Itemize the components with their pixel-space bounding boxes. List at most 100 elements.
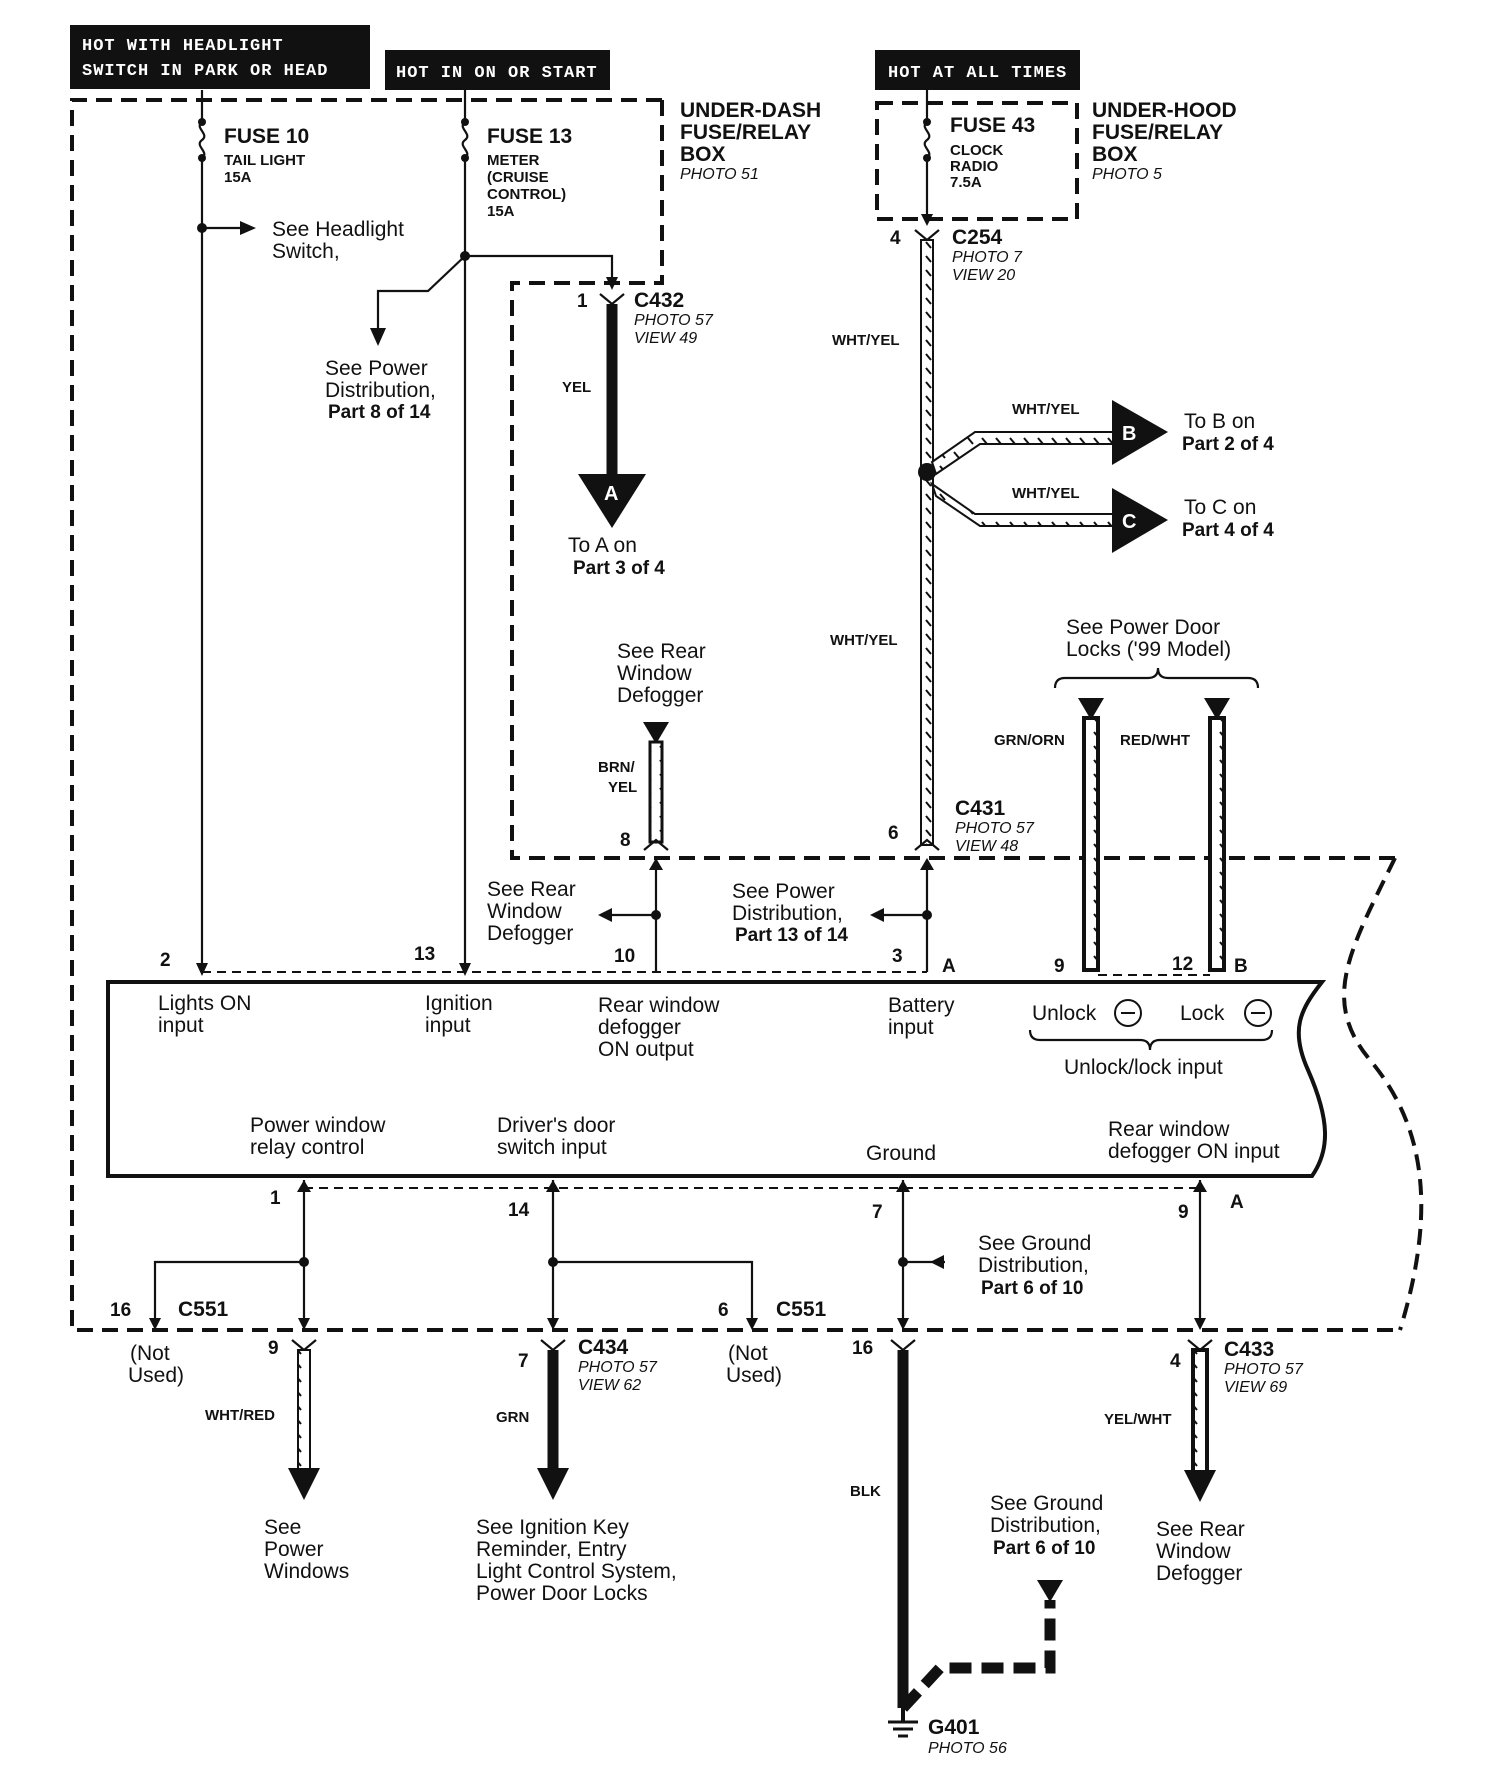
pin-c434-7: 7 bbox=[518, 1351, 529, 1372]
note-see-power-dist13-3: Part 13 of 14 bbox=[735, 925, 848, 946]
wire-label-blk: BLK bbox=[850, 1483, 881, 1500]
module-ignition-1: Ignition bbox=[425, 992, 493, 1015]
underhood-photo: PHOTO 5 bbox=[1092, 166, 1162, 183]
header-hot-park-head-line2: SWITCH IN PARK OR HEAD bbox=[82, 62, 328, 81]
note-not-used-1a: (Not bbox=[130, 1342, 170, 1365]
module-rear-out-3: ON output bbox=[598, 1038, 694, 1061]
underhood-box-outline bbox=[875, 101, 1079, 221]
note-see-rear-def-top-1: See Rear bbox=[617, 640, 706, 663]
fuse-13-label2: (CRUISE bbox=[487, 169, 549, 186]
pin-c432-1: 1 bbox=[577, 291, 588, 312]
pin-module-3: 3 bbox=[892, 946, 903, 967]
wire-label-wht-yel-2: WHT/YEL bbox=[1012, 401, 1080, 418]
module-unlock: Unlock bbox=[1032, 1002, 1097, 1025]
module-battery-2: input bbox=[888, 1016, 934, 1039]
note-see-ign-2: Reminder, Entry bbox=[476, 1538, 627, 1561]
connector-c254-photo: PHOTO 7 bbox=[952, 249, 1023, 266]
note-see-power-dist-1: See Power bbox=[325, 357, 428, 380]
marker-a-down bbox=[578, 474, 646, 528]
connector-c432-view: VIEW 49 bbox=[634, 330, 697, 347]
ground-icon bbox=[888, 1708, 918, 1738]
connector-c254: C254 bbox=[952, 226, 1003, 249]
pin-module-b9: 9 bbox=[1178, 1202, 1189, 1223]
note-see-rear-def-mid-3: Defogger bbox=[487, 922, 573, 945]
note-see-ground-2-2: Distribution, bbox=[990, 1514, 1101, 1537]
connector-c433-photo: PHOTO 57 bbox=[1224, 1361, 1304, 1378]
header-hot-on-start: HOT IN ON OR START bbox=[385, 50, 610, 90]
module-pw-relay-1: Power window bbox=[250, 1114, 386, 1137]
connector-c433-view: VIEW 69 bbox=[1224, 1379, 1287, 1396]
underdash-box-right-curve bbox=[1342, 857, 1424, 1331]
underdash-title-2: FUSE/RELAY bbox=[680, 121, 811, 144]
connector-c551-1: C551 bbox=[178, 1298, 229, 1321]
connector-c431-photo: PHOTO 57 bbox=[955, 820, 1035, 837]
note-see-ign-4: Power Door Locks bbox=[476, 1582, 648, 1605]
fuse-10-label2: 15A bbox=[224, 169, 252, 186]
wire-label-wht-red: WHT/RED bbox=[205, 1407, 275, 1424]
pin-module-b14: 14 bbox=[508, 1200, 530, 1221]
connector-g401-photo: PHOTO 56 bbox=[928, 1740, 1007, 1757]
note-see-ground-1-1: See Ground bbox=[978, 1232, 1091, 1255]
note-see-ground-2-3: Part 6 of 10 bbox=[993, 1538, 1095, 1559]
header-hot-park-head: HOT WITH HEADLIGHT SWITCH IN PARK OR HEA… bbox=[70, 25, 370, 89]
control-module: Lights ON input Ignition input Rear wind… bbox=[106, 980, 1328, 1178]
pin-letter-a-bottom: A bbox=[1230, 1192, 1244, 1213]
header-hot-on-start-text: HOT IN ON OR START bbox=[396, 64, 598, 83]
note-not-used-1b: Used) bbox=[128, 1364, 184, 1387]
brn-yel-wire: See Rear Window Defogger BRN/ YEL 8 bbox=[598, 640, 706, 851]
note-see-headlight-2: Switch, bbox=[272, 240, 340, 263]
wire-label-grn: GRN bbox=[496, 1409, 529, 1426]
note-not-used-2a: (Not bbox=[728, 1342, 768, 1365]
fuse-13-label1: METER bbox=[487, 152, 540, 169]
c432-yel-wire: 1 C432 PHOTO 57 VIEW 49 YEL A To A on Pa… bbox=[562, 289, 714, 579]
module-unlock-lock-input: Unlock/lock input bbox=[1064, 1056, 1223, 1079]
underhood-title-1: UNDER-HOOD bbox=[1092, 99, 1237, 122]
note-to-b-2: Part 2 of 4 bbox=[1182, 434, 1274, 455]
note-not-used-2b: Used) bbox=[726, 1364, 782, 1387]
pin-c433-4: 4 bbox=[1170, 1351, 1181, 1372]
marker-c-arrow bbox=[1112, 488, 1168, 553]
fuse-10-label1: TAIL LIGHT bbox=[224, 152, 305, 169]
connector-c433: C433 bbox=[1224, 1338, 1274, 1361]
wire-label-grn-orn: GRN/ORN bbox=[994, 732, 1065, 749]
header-hot-all-times: HOT AT ALL TIMES bbox=[875, 50, 1080, 90]
fuse-13: FUSE 13 METER (CRUISE CONTROL) 15A bbox=[459, 90, 572, 976]
note-see-rear-def-mid-1: See Rear bbox=[487, 878, 576, 901]
note-see-power-dist13-2: Distribution, bbox=[732, 902, 843, 925]
fuse-13-branches: See Power Distribution, Part 8 of 14 bbox=[325, 251, 618, 423]
module-lights-on-1: Lights ON bbox=[158, 992, 251, 1015]
marker-a-letter: A bbox=[604, 483, 618, 505]
fuse-13-name: FUSE 13 bbox=[487, 125, 572, 148]
headlight-switch-branch: See Headlight Switch, bbox=[197, 218, 404, 263]
note-see-ground-1-2: Distribution, bbox=[978, 1254, 1089, 1277]
note-to-a-1: To A on bbox=[568, 534, 637, 557]
module-drv-door-2: switch input bbox=[497, 1136, 607, 1159]
module-drv-door-1: Driver's door bbox=[497, 1114, 615, 1137]
note-to-c-1: To C on bbox=[1184, 496, 1256, 519]
power-door-lock-wires: See Power Door Locks ('99 Model) GRN/ORN… bbox=[994, 616, 1260, 976]
note-see-ign-1: See Ignition Key bbox=[476, 1516, 629, 1539]
pin-module-13: 13 bbox=[414, 944, 435, 965]
connector-c434-photo: PHOTO 57 bbox=[578, 1359, 658, 1376]
note-see-power-door-1: See Power Door bbox=[1066, 616, 1220, 639]
underdash-photo: PHOTO 51 bbox=[680, 166, 759, 183]
note-see-ground-1-3: Part 6 of 10 bbox=[981, 1278, 1083, 1299]
pin-module-10: 10 bbox=[614, 946, 635, 967]
underdash-title-1: UNDER-DASH bbox=[680, 99, 821, 122]
note-see-rear-def-top-2: Window bbox=[617, 662, 693, 685]
pin-c431-6: 6 bbox=[888, 823, 899, 844]
module-lights-on-2: input bbox=[158, 1014, 204, 1037]
wire-label-wht-yel-3: WHT/YEL bbox=[1012, 485, 1080, 502]
pin-module-2: 2 bbox=[160, 950, 171, 971]
pin-c551-6: 6 bbox=[718, 1300, 729, 1321]
note-see-rear-def-top-3: Defogger bbox=[617, 684, 703, 707]
underdash-box-outline bbox=[70, 98, 1400, 1332]
c254-wht-yel-wire: 4 C254 PHOTO 7 VIEW 20 WHT/YEL WHT/YEL B… bbox=[830, 226, 1274, 855]
fuse-10: FUSE 10 TAIL LIGHT 15A bbox=[196, 90, 309, 976]
connector-c551-2: C551 bbox=[776, 1298, 827, 1321]
pin-module-9: 9 bbox=[1054, 956, 1065, 977]
wire-label-red-wht: RED/WHT bbox=[1120, 732, 1190, 749]
note-to-a-2: Part 3 of 4 bbox=[573, 558, 665, 579]
note-see-power-windows-2: Power bbox=[264, 1538, 324, 1561]
